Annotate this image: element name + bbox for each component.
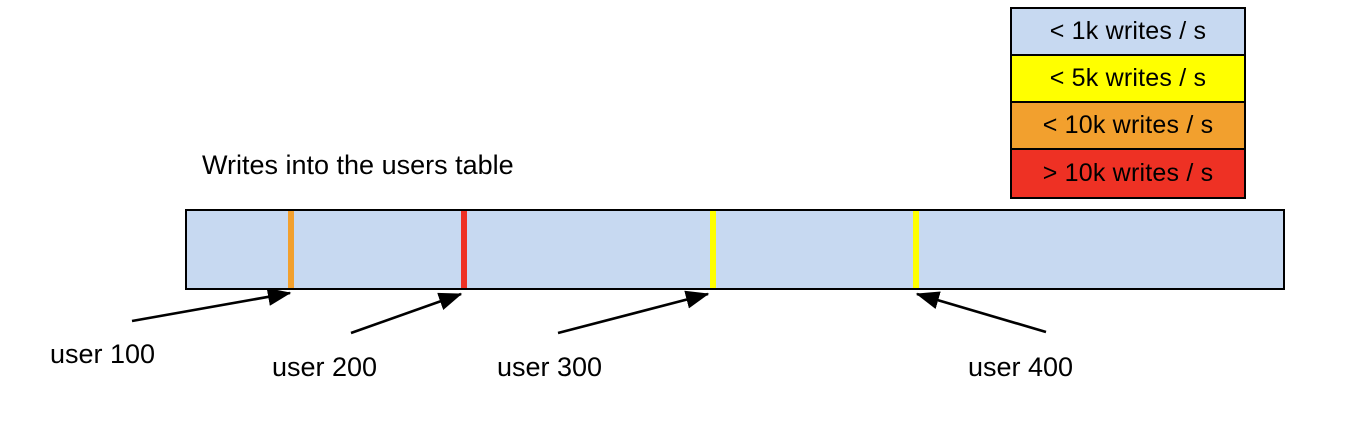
marker-user-200	[461, 211, 467, 288]
arrow-user-400	[915, 291, 1047, 334]
legend-row-under-10k: < 10k writes / s	[1012, 103, 1244, 150]
write-rate-legend: < 1k writes / s < 5k writes / s < 10k wr…	[1010, 7, 1246, 199]
callout-label-user-200: user 200	[272, 352, 378, 382]
marker-user-400	[913, 211, 919, 288]
callout-label-user-300: user 300	[497, 352, 603, 382]
arrow-user-100	[131, 287, 292, 323]
chart-title: Writes into the users table	[202, 150, 514, 180]
users-table-key-range-bar	[185, 209, 1285, 290]
legend-row-under-5k: < 5k writes / s	[1012, 56, 1244, 103]
marker-user-100	[288, 211, 294, 288]
marker-user-300	[710, 211, 716, 288]
legend-label-under-5k: < 5k writes / s	[1049, 64, 1207, 92]
legend-row-under-1k: < 1k writes / s	[1012, 9, 1244, 56]
arrow-user-200	[350, 292, 463, 335]
legend-label-under-1k: < 1k writes / s	[1049, 17, 1207, 45]
arrow-user-300	[557, 290, 710, 335]
legend-row-over-10k: > 10k writes / s	[1012, 150, 1244, 197]
legend-label-under-10k: < 10k writes / s	[1042, 111, 1214, 139]
callout-label-user-100: user 100	[50, 339, 156, 369]
legend-label-over-10k: > 10k writes / s	[1042, 159, 1214, 187]
callout-label-user-400: user 400	[968, 352, 1074, 382]
